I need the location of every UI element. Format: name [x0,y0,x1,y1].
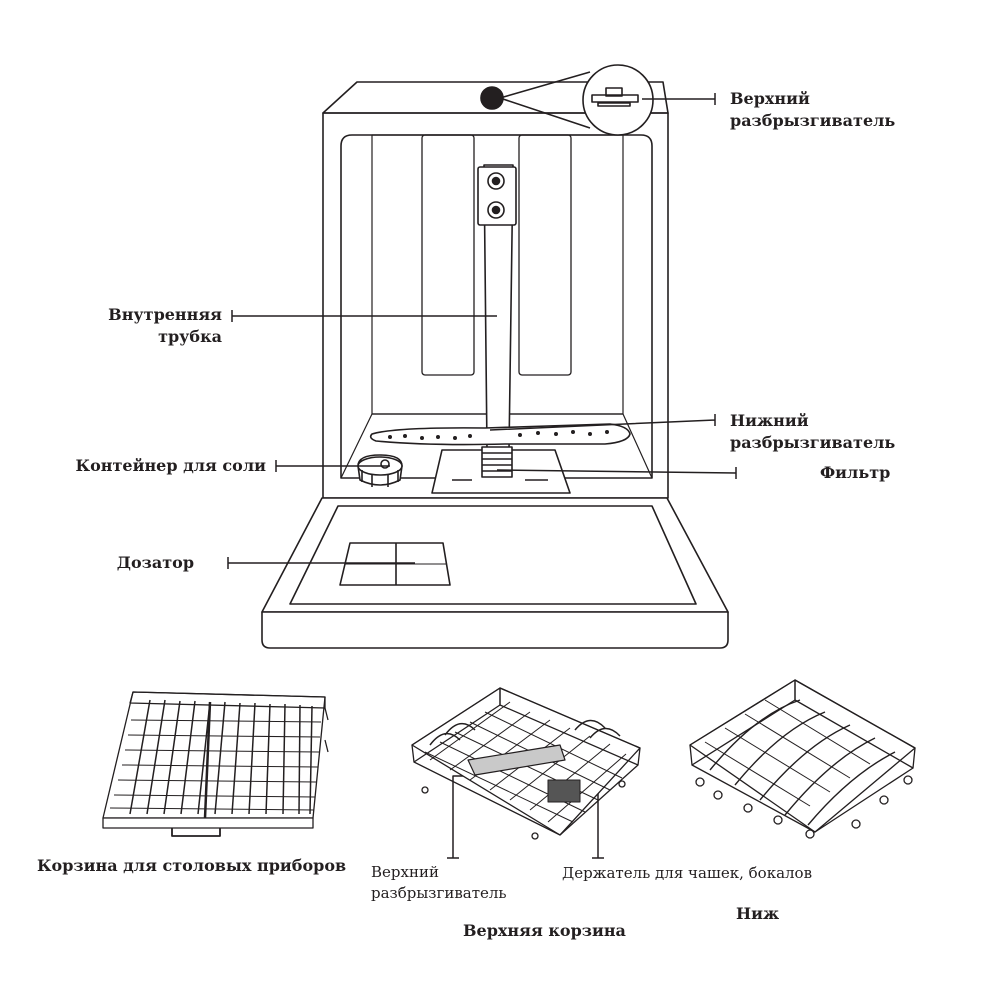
lower-spray-arm [369,423,631,446]
label-dispenser: Дозатор [116,553,194,572]
cutlery-basket [102,691,329,837]
label-cup-holder: Держатель для чашек, бокалов [562,864,813,882]
label-inner-tube: Внутренняя трубка [108,305,222,346]
label-salt-container: Контейнер для соли [75,456,266,475]
label-lower-basket: Ниж [736,904,780,923]
door [261,497,729,649]
label-lower-spray-arm: Нижний разбрызгиватель [730,411,896,452]
filter [431,446,571,494]
label-upper-basket-spray-arm: Верхний разбрызгиватель [371,863,507,902]
upper-basket [411,687,641,840]
upper-spray-arm-detail [480,64,654,136]
label-upper-spray-arm: Верхний разбрызгиватель [730,89,896,130]
inner-tube [477,164,517,451]
label-filter: Фильтр [820,463,891,482]
salt-container [357,454,403,487]
label-cutlery-basket: Корзина для столовых приборов [37,856,347,875]
lower-basket [689,679,916,839]
fade-overlay [778,893,1000,943]
label-upper-basket: Верхняя корзина [463,921,626,940]
